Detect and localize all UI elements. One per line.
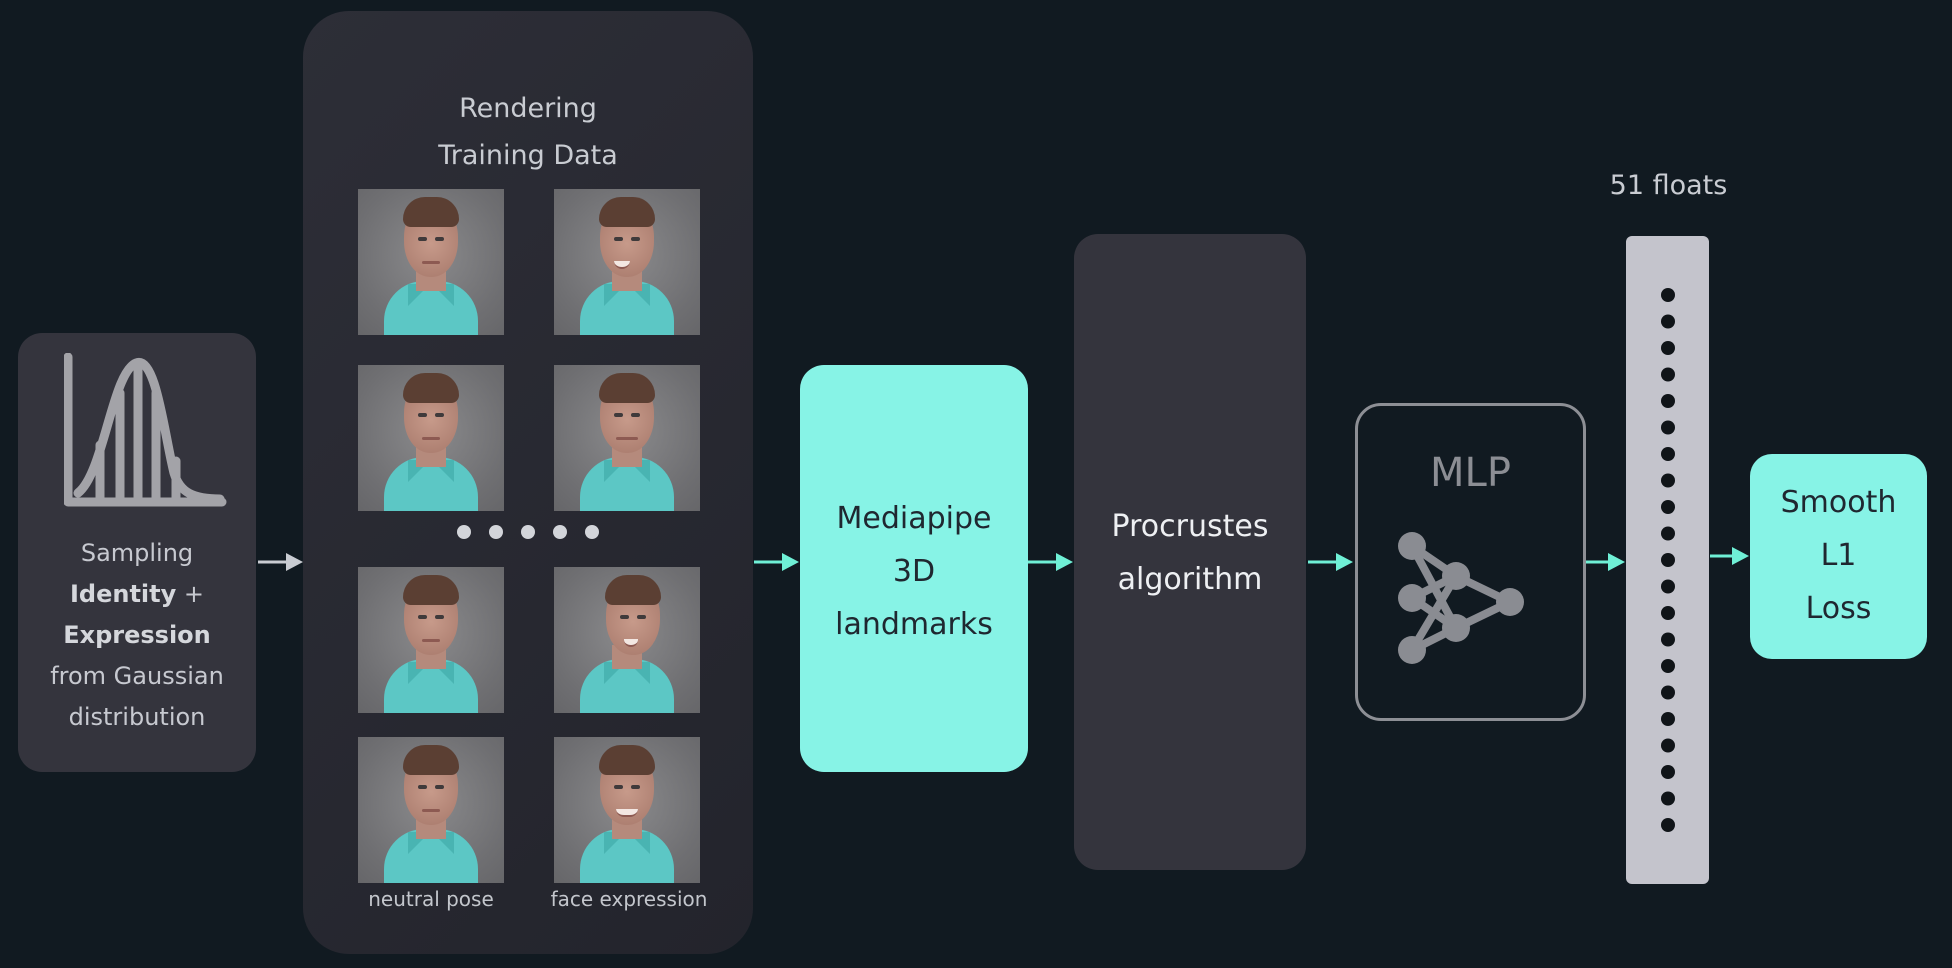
face-render-neutral-4 <box>358 737 504 883</box>
arrow-procrustes-to-mlp <box>1308 553 1353 571</box>
neural-network-icon <box>1398 532 1524 664</box>
output-size-label: 51 floats <box>1609 170 1728 201</box>
mediapipe-label: Mediapipe 3D landmarks <box>800 492 1028 651</box>
sampling-box: Sampling Identity + Expression from Gaus… <box>18 333 256 772</box>
face-render-neutral-3 <box>358 567 504 713</box>
sampling-line-3: Expression <box>18 615 256 656</box>
mediapipe-line-2: 3D <box>892 554 936 589</box>
procrustes-line-2: algorithm <box>1117 562 1263 597</box>
mediapipe-line-3: landmarks <box>835 607 993 642</box>
loss-line-3: Loss <box>1805 591 1872 626</box>
mlp-label: MLP <box>1430 450 1511 496</box>
face-render-expression-3 <box>554 567 700 713</box>
caption-neutral-pose: neutral pose <box>368 887 494 911</box>
loss-box: Smooth L1 Loss <box>1750 454 1927 659</box>
output-vector-bar <box>1626 236 1709 884</box>
sampling-description: Sampling Identity + Expression from Gaus… <box>18 533 256 738</box>
face-render-neutral-2 <box>358 365 504 511</box>
plus-sign: + <box>176 580 205 608</box>
rendering-title-line-2: Training Data <box>438 140 618 171</box>
sampling-line-1: Sampling <box>80 539 194 567</box>
loss-line-2: L1 <box>1820 538 1857 573</box>
gaussian-distribution-icon <box>64 353 227 507</box>
arrow-rendering-to-mediapipe <box>754 553 799 571</box>
arrow-sampling-to-rendering <box>258 553 303 571</box>
mediapipe-line-1: Mediapipe <box>836 501 992 536</box>
mlp-box: MLP <box>1355 403 1586 721</box>
rendering-panel: Rendering Training Data neutral pose fac… <box>303 11 753 954</box>
arrow-mediapipe-to-procrustes <box>1028 553 1073 571</box>
face-render-expression-1 <box>554 189 700 335</box>
caption-face-expression: face expression <box>550 887 708 911</box>
face-render-neutral-1 <box>358 189 504 335</box>
identity-label: Identity <box>69 580 177 608</box>
arrow-mlp-to-floats <box>1586 553 1625 571</box>
sampling-line-2: Identity + <box>18 574 256 615</box>
face-render-expression-2 <box>554 365 700 511</box>
output-vector-dots <box>1661 288 1675 832</box>
rendering-title: Rendering Training Data <box>303 85 753 179</box>
sampling-line-4: from Gaussian <box>50 662 224 690</box>
procrustes-label: Procrustes algorithm <box>1074 500 1306 606</box>
rendering-title-line-1: Rendering <box>459 93 597 124</box>
arrow-floats-to-loss <box>1710 547 1749 565</box>
mediapipe-box: Mediapipe 3D landmarks <box>800 365 1028 772</box>
ellipsis-dots <box>457 524 617 543</box>
procrustes-box: Procrustes algorithm <box>1074 234 1306 870</box>
sampling-line-5: distribution <box>68 703 206 731</box>
expression-label: Expression <box>63 621 211 649</box>
loss-line-1: Smooth <box>1780 485 1897 520</box>
procrustes-line-1: Procrustes <box>1111 509 1269 544</box>
loss-label: Smooth L1 Loss <box>1750 476 1927 635</box>
face-render-expression-4 <box>554 737 700 883</box>
